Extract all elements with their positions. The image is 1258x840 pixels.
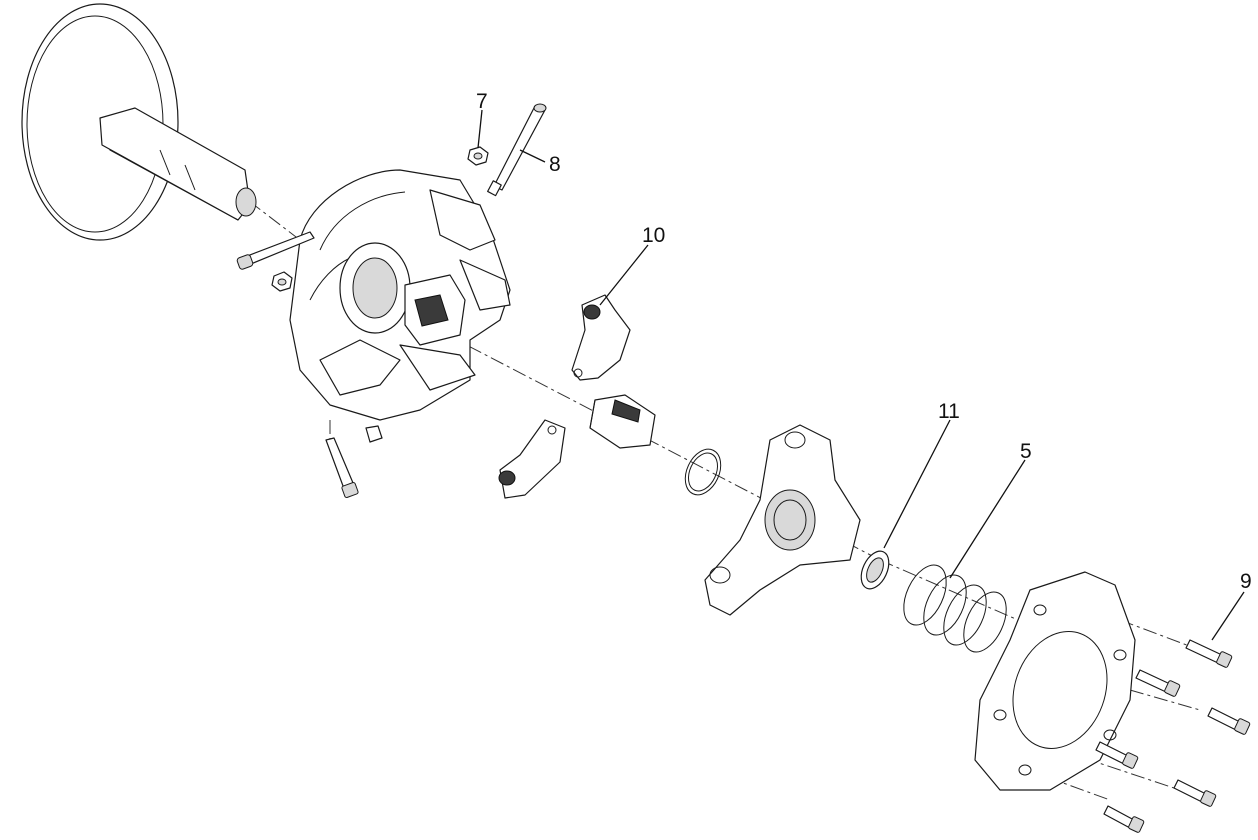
bolt-9d [1095, 741, 1139, 769]
cover-plate [974, 571, 1136, 791]
cam-arm-lower [498, 419, 566, 499]
bolt-9f [1103, 805, 1145, 833]
bolt-9a [1185, 639, 1233, 668]
callout-7: 7 [476, 90, 488, 113]
bolt-9c [1207, 707, 1251, 735]
pin-8 [487, 103, 547, 197]
bolt-9b [1135, 669, 1181, 697]
leader-lines [477, 109, 1245, 641]
o-ring [684, 448, 722, 496]
housing-bolt-left [236, 231, 315, 270]
bolt-9e [1173, 779, 1217, 807]
callout-10: 10 [642, 224, 665, 247]
slider-block [589, 394, 656, 449]
callout-8: 8 [549, 153, 561, 176]
nut-lower [365, 425, 383, 443]
bushing-11 [860, 550, 890, 590]
nut-left [271, 271, 293, 292]
bolt-lower [325, 437, 359, 498]
spring-5 [903, 564, 1007, 653]
callout-9: 9 [1240, 570, 1252, 593]
callout-11: 11 [938, 400, 960, 423]
cover-bolts [1095, 639, 1251, 833]
cam-arm-upper [571, 294, 631, 381]
fixed-sheave [21, 3, 257, 241]
callout-5: 5 [1020, 440, 1032, 463]
spider [704, 424, 861, 616]
movable-sheave-housing [289, 169, 511, 421]
nut-7 [467, 146, 489, 166]
